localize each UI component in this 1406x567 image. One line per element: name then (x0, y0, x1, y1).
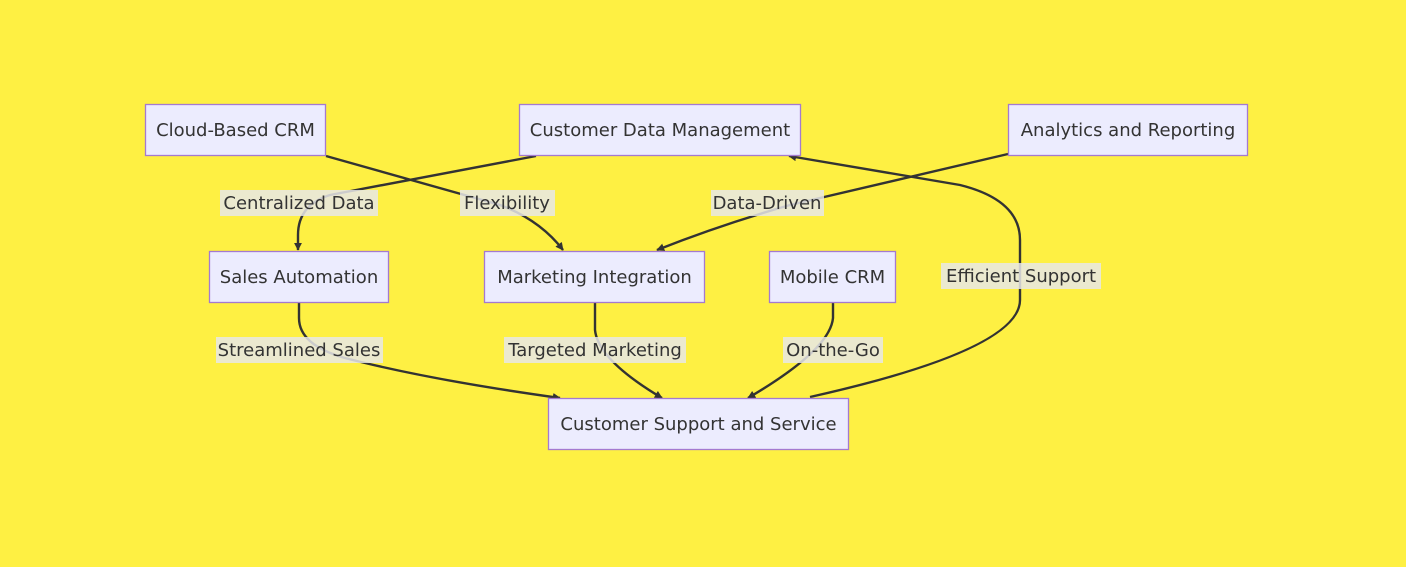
edge-label-text: On-the-Go (786, 340, 880, 361)
node-label: Customer Data Management (530, 120, 790, 141)
node-marketing-integration[interactable]: Marketing Integration (483, 250, 706, 304)
node-customer-data-management[interactable]: Customer Data Management (518, 103, 802, 157)
edge-label-text: Centralized Data (223, 193, 374, 214)
edge-label-targeted-marketing: Targeted Marketing (504, 337, 686, 363)
edge-label-text: Targeted Marketing (507, 340, 682, 361)
edge-label-on-the-go: On-the-Go (783, 337, 883, 363)
edge-label-text: Streamlined Sales (218, 340, 381, 361)
edge-label-text: Data-Driven (713, 193, 822, 214)
edge-data-driven (656, 152, 1009, 252)
edge-label-data-driven: Data-Driven (711, 190, 824, 216)
edge-label-centralized-data: Centralized Data (220, 190, 378, 216)
node-cloud-based-crm[interactable]: Cloud-Based CRM (144, 103, 327, 157)
node-customer-support-and-service[interactable]: Customer Support and Service (547, 397, 850, 451)
node-label: Analytics and Reporting (1021, 120, 1236, 141)
edge-labels: Centralized Data Flexibility Data-Driven… (216, 190, 1101, 363)
edge-efficient-support (788, 153, 1022, 399)
node-sales-automation[interactable]: Sales Automation (208, 250, 390, 304)
edge-label-text: Efficient Support (946, 266, 1096, 287)
node-label: Sales Automation (220, 267, 378, 288)
edge-label-text: Flexibility (464, 193, 550, 214)
node-analytics-and-reporting[interactable]: Analytics and Reporting (1007, 103, 1249, 157)
edge-label-efficient-support: Efficient Support (941, 263, 1101, 289)
node-label: Cloud-Based CRM (156, 120, 315, 141)
node-label: Mobile CRM (780, 267, 885, 288)
edge-label-streamlined-sales: Streamlined Sales (216, 337, 383, 363)
node-label: Marketing Integration (497, 267, 692, 288)
node-mobile-crm[interactable]: Mobile CRM (768, 250, 897, 304)
nodes: Cloud-Based CRM Customer Data Management… (144, 103, 1249, 451)
node-label: Customer Support and Service (560, 414, 836, 435)
edge-label-flexibility: Flexibility (460, 190, 555, 216)
